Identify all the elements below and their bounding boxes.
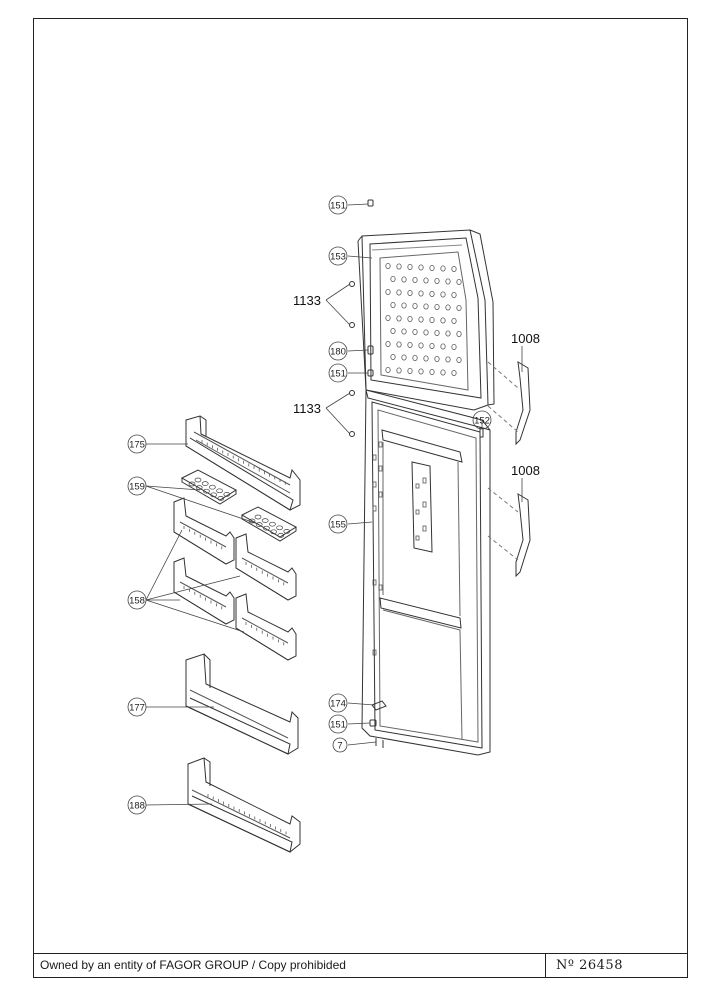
callout-155: 155 xyxy=(328,514,348,534)
callout-177: 177 xyxy=(127,697,147,717)
callout-158: 158 xyxy=(127,590,147,610)
egg-tray-159-part xyxy=(180,469,298,542)
callout-7: 7 xyxy=(332,737,348,753)
callout-188-text: 188 xyxy=(129,801,145,812)
callout-151-top: 151 xyxy=(328,195,348,215)
ownership-notice: Owned by an entity of FAGOR GROUP / Copy… xyxy=(34,954,546,977)
title-block: Owned by an entity of FAGOR GROUP / Copy… xyxy=(33,953,688,978)
fridge-door-part xyxy=(361,389,491,756)
callout-175: 175 xyxy=(127,434,147,454)
freezer-door-part xyxy=(357,229,495,411)
hinge-cover-top-part xyxy=(487,361,531,446)
document-number: Nº 26458 xyxy=(556,958,623,973)
callout-152-text: 152 xyxy=(474,416,490,427)
callout-174: 174 xyxy=(328,693,348,713)
label-1008-bottom: 1008 xyxy=(511,463,540,478)
callout-177-text: 177 xyxy=(129,703,145,714)
callout-153: 153 xyxy=(328,246,348,266)
callout-188: 188 xyxy=(127,795,147,815)
callout-174-text: 174 xyxy=(330,699,346,710)
callout-151-mid: 151 xyxy=(328,363,348,383)
callout-151-bottom-text: 151 xyxy=(330,720,346,731)
leader-lines xyxy=(145,203,523,806)
callout-7-text: 7 xyxy=(337,741,342,752)
small-parts xyxy=(349,199,484,748)
callout-180-text: 180 xyxy=(330,347,346,358)
label-1008-top: 1008 xyxy=(511,331,540,346)
callout-180: 180 xyxy=(328,341,348,361)
callout-151-mid-text: 151 xyxy=(330,369,346,380)
callout-153-text: 153 xyxy=(330,252,346,263)
label-1133-bottom: 1133 xyxy=(293,401,321,416)
callout-155-text: 155 xyxy=(330,520,346,531)
callout-152: 152 xyxy=(472,410,492,430)
callout-159: 159 xyxy=(127,476,147,496)
callout-175-text: 175 xyxy=(129,440,145,451)
hinge-cover-bottom-part xyxy=(487,487,531,578)
shelf-175-part xyxy=(185,415,301,511)
callout-158-text: 158 xyxy=(129,596,145,607)
callout-159-text: 159 xyxy=(129,482,145,493)
label-1133-top: 1133 xyxy=(293,293,321,308)
shelf-188-part xyxy=(187,757,301,853)
callout-151-top-text: 151 xyxy=(330,201,346,212)
callout-151-bottom: 151 xyxy=(328,714,348,734)
shelf-177-part xyxy=(185,653,299,755)
small-shelves-158-part xyxy=(173,497,297,661)
